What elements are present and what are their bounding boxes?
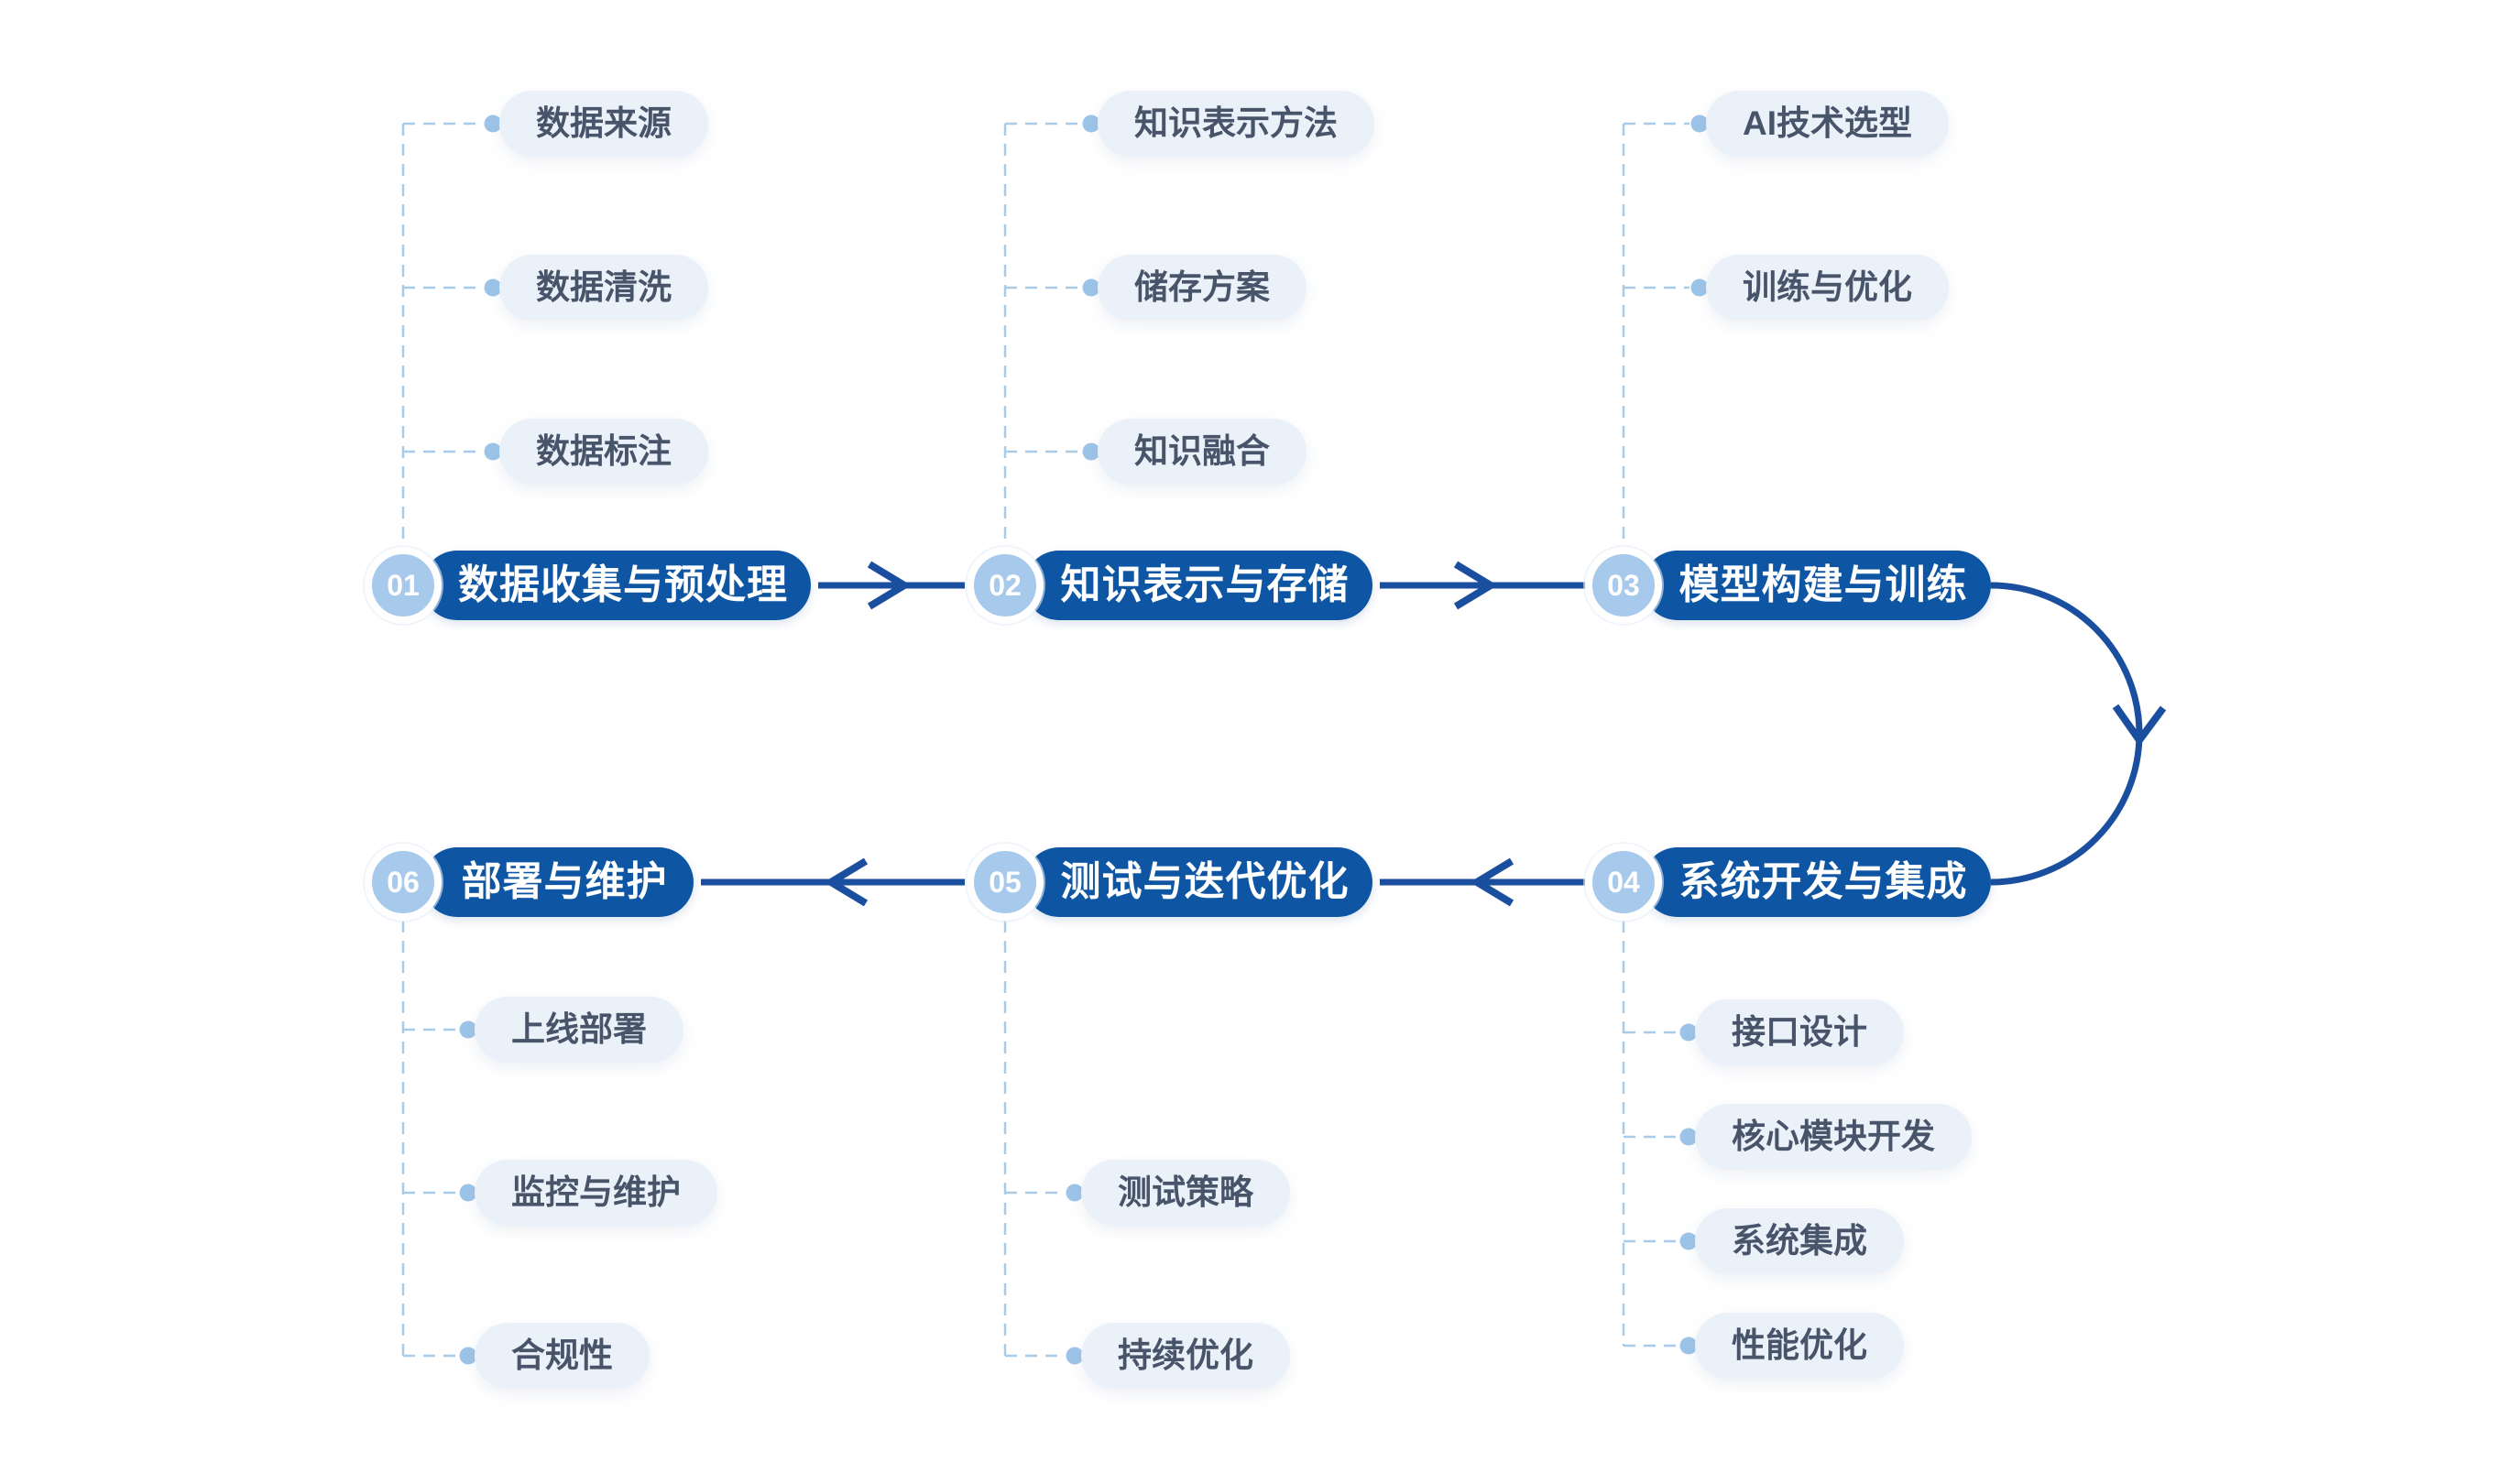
sub-item-pill: AI技术选型 bbox=[1706, 91, 1949, 157]
flow-arrows bbox=[701, 561, 2167, 907]
stage-badge-06: 06 bbox=[365, 844, 442, 921]
arrowhead-down-icon bbox=[2112, 704, 2167, 747]
stage-pill-01: 数据收集与预处理 bbox=[422, 551, 811, 620]
stage-badge-04: 04 bbox=[1585, 844, 1662, 921]
sub-item-pill: 合规性 bbox=[475, 1323, 650, 1389]
sub-item-pill: 监控与维护 bbox=[475, 1160, 717, 1226]
sub-item-pill: 储存方案 bbox=[1098, 255, 1307, 321]
sub-item-pill: 上线部署 bbox=[475, 997, 683, 1063]
sub-item-pill: 性能优化 bbox=[1695, 1313, 1904, 1379]
sub-item-pill: 测试策略 bbox=[1081, 1160, 1290, 1226]
stage-badge-01: 01 bbox=[365, 547, 442, 624]
stage-pill-04: 系统开发与集成 bbox=[1643, 847, 1991, 917]
stage-pill-06: 部署与维护 bbox=[422, 847, 694, 917]
sub-item-pill: 系统集成 bbox=[1695, 1208, 1904, 1274]
sub-item-pill: 核心模块开发 bbox=[1695, 1104, 1972, 1170]
sub-item-pill: 知识表示方法 bbox=[1098, 91, 1374, 157]
stage-badge-02: 02 bbox=[967, 547, 1044, 624]
arrowhead-left-icon bbox=[824, 857, 869, 907]
arrowhead-left-icon bbox=[1470, 857, 1514, 907]
sub-item-pill: 知识融合 bbox=[1098, 419, 1307, 485]
sub-item-pill: 数据标注 bbox=[499, 419, 708, 485]
sub-item-pill: 持续优化 bbox=[1081, 1323, 1290, 1389]
dashed-branch-lines bbox=[401, 122, 1689, 1358]
arrowhead-right-icon bbox=[867, 561, 912, 610]
sub-item-pill: 数据来源 bbox=[499, 91, 708, 157]
arrowhead-right-icon bbox=[1453, 561, 1498, 610]
stage-pill-03: 模型构建与训练 bbox=[1643, 551, 1991, 620]
stage-pill-05: 测试与迭代优化 bbox=[1024, 847, 1372, 917]
arc-03-to-04 bbox=[1990, 582, 2143, 886]
stage-badge-03: 03 bbox=[1585, 547, 1662, 624]
stage-badge-05: 05 bbox=[967, 844, 1044, 921]
stage-pill-02: 知识表示与存储 bbox=[1024, 551, 1372, 620]
sub-item-pill: 接口设计 bbox=[1695, 999, 1904, 1065]
sub-item-pill: 数据清洗 bbox=[499, 255, 708, 321]
branch-dots bbox=[459, 115, 1709, 1365]
sub-item-pill: 训练与优化 bbox=[1706, 255, 1949, 321]
